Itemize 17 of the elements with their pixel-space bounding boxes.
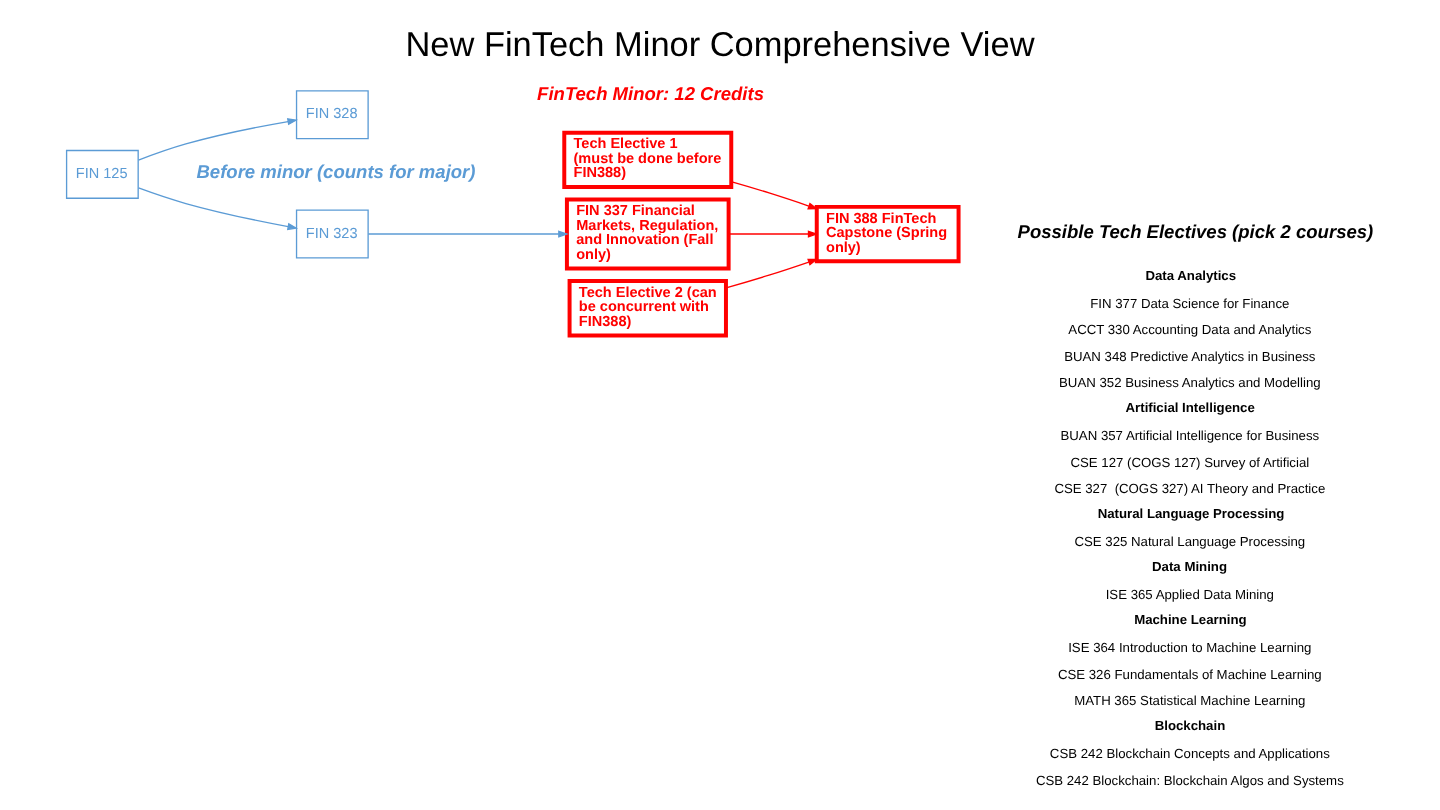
label: FinTech Minor: 12 Credits	[537, 82, 764, 103]
arrow	[728, 229, 819, 237]
diagram-title: New FinTech Minor Comprehensive View	[405, 23, 1035, 64]
node-box: Tech Elective 1 (must be done before FIN388)	[562, 129, 734, 188]
node-box: FIN 328	[295, 89, 369, 139]
node-box: FIN 337 Financial Markets, Regulation, and Innovation (Fall only)	[564, 196, 731, 270]
node-box: FIN 125	[65, 148, 139, 198]
arrow	[725, 257, 819, 288]
arrow	[137, 116, 299, 160]
arrow	[137, 186, 299, 230]
arrow	[731, 180, 819, 209]
node-box: Tech Elective 2 (can be concurrent with FIN388)	[567, 278, 728, 337]
arrow	[367, 229, 569, 237]
node-box: FIN 388 FinTech Capstone (Spring only)	[814, 203, 961, 263]
label: Possible Tech Electives (pick 2 courses)	[1017, 220, 1374, 241]
node-box: FIN 323	[295, 208, 369, 258]
label: Before minor (counts for major)	[196, 160, 476, 181]
